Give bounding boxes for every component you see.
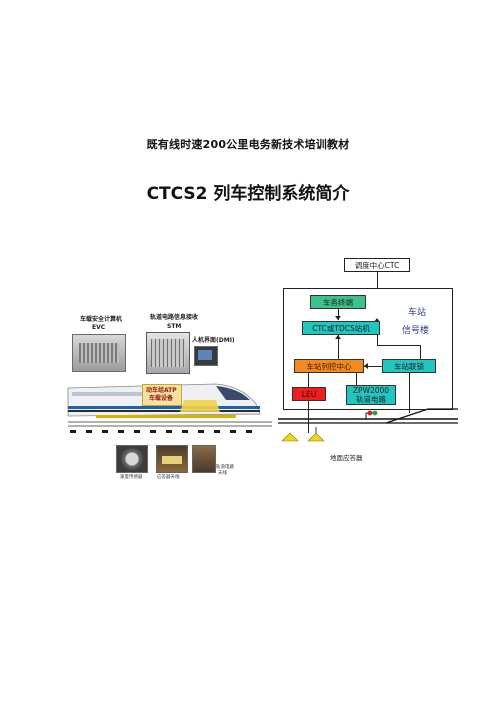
- stm-unit: [146, 332, 190, 374]
- connector-line: [409, 373, 410, 413]
- track-circuit-box: ZPW2000 轨道电路: [346, 385, 396, 405]
- ctc-center-box: 调度中心CTC: [344, 258, 410, 272]
- ctcs2-architecture-diagram: 调度中心CTC 车站 信号楼 车务终端 CTC或TDCS站机 车站列控中心 车站…: [278, 255, 458, 465]
- document-title: CTCS2 列车控制系统简介: [146, 184, 350, 204]
- evc-unit: [72, 334, 126, 372]
- track-circuit-label: ZPW2000: [352, 386, 390, 395]
- atp-onboard-callout: 动车组ATP 车载设备: [142, 384, 182, 406]
- dmi-screen: [194, 346, 218, 366]
- station-building-frame: [283, 288, 453, 410]
- balise-antenna-caption: 应答器天线: [157, 475, 180, 480]
- leu-box: LEU: [292, 387, 326, 401]
- arrow-left-icon: [364, 363, 368, 369]
- document-header: 既有线时速200公里电务新技术培训教材: [146, 138, 350, 151]
- speed-sensor-caption: 速度传感器: [120, 475, 143, 480]
- connector-line: [377, 345, 420, 346]
- station-label: 车站: [408, 308, 427, 318]
- atp-label-sub: 车载设备: [149, 395, 174, 402]
- connector-line: [308, 401, 309, 433]
- track-circuit-antenna-caption: 轨道电路: [216, 465, 234, 470]
- connector-line: [356, 373, 357, 387]
- ground-balise-icon: [307, 432, 325, 442]
- signal-building-label: 信号楼: [402, 326, 430, 336]
- signal-green-lamp: [372, 410, 378, 416]
- balise-antenna-photo: [156, 445, 188, 473]
- interlocking-box: 车站联锁: [382, 359, 436, 373]
- service-terminal-box: 车务终端: [310, 295, 366, 309]
- connector-line: [377, 272, 378, 288]
- train-control-center-box: 车站列控中心: [294, 359, 364, 373]
- ground-balise-icon: [281, 432, 299, 442]
- connector-line: [364, 366, 382, 367]
- speed-sensor-photo: [116, 445, 148, 473]
- arrow-up-icon: [335, 335, 341, 339]
- ground-balise-label: 地面应答器: [330, 454, 363, 462]
- evc-label-abbr: EVC: [92, 324, 106, 331]
- arrow-up-icon: [374, 318, 380, 322]
- connector-line: [377, 335, 378, 345]
- track-circuit-antenna-caption-2: 天线: [218, 471, 227, 476]
- onboard-atp-figure: 车载安全计算机 EVC 轨道电路信息接收 STM 人机界面(DMI): [66, 312, 272, 482]
- evc-label: 车载安全计算机: [80, 316, 123, 323]
- dmi-label: 人机界面(DMI): [192, 337, 235, 344]
- signal-red-lamp: [367, 410, 373, 416]
- track-layout: [278, 408, 458, 442]
- connector-line: [338, 309, 339, 320]
- connector-line: [308, 373, 309, 387]
- track-circuit-label-2: 轨道电路: [356, 395, 386, 404]
- ctc-station-box: CTC或TDCS站机: [302, 321, 380, 335]
- connector-line: [420, 345, 421, 359]
- stm-label-abbr: STM: [167, 323, 182, 330]
- track-circuit-antenna-photo: [192, 445, 216, 473]
- connector-line: [338, 335, 339, 359]
- atp-label: 动车组ATP: [146, 387, 177, 394]
- arrow-down-icon: [335, 316, 341, 320]
- stm-label: 轨道电路信息接收: [150, 314, 199, 321]
